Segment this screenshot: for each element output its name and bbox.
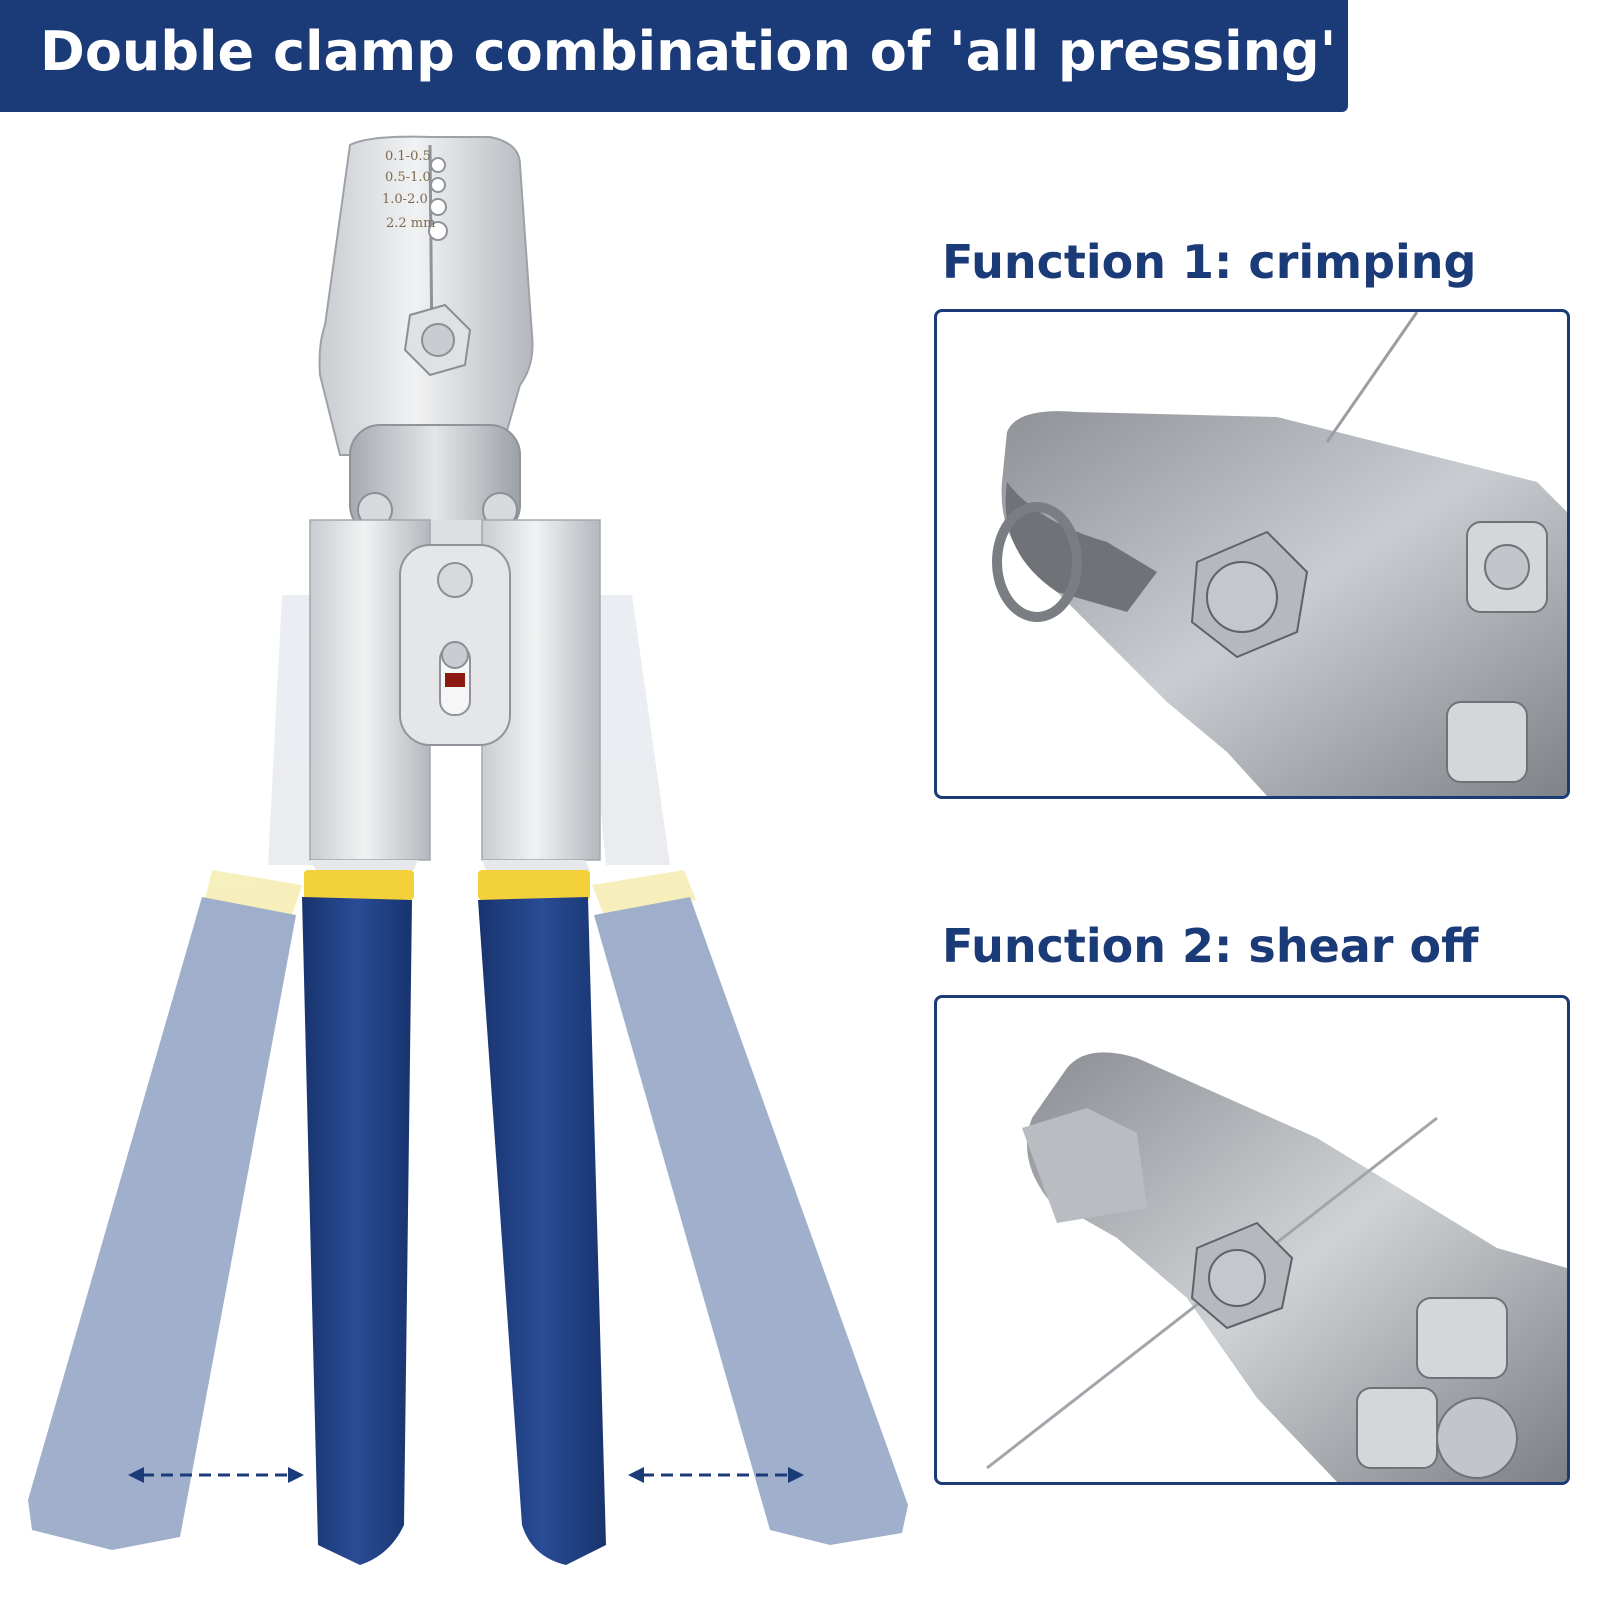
linkage xyxy=(309,424,601,861)
shear-off-photo xyxy=(934,995,1570,1485)
jaw-marking: 1.0-2.0 xyxy=(382,192,428,207)
jaw-marking: 0.5-1.0 xyxy=(385,170,431,185)
left-right-arrow-icon xyxy=(128,1467,304,1483)
crimping-photo xyxy=(934,309,1570,799)
crimping-tool-image: 0.1-0.5 0.5-1.0 1.0-2.0 2.2 mm xyxy=(20,125,940,1595)
function-2-heading: Function 2: shear off xyxy=(942,919,1479,973)
ghost-handle-left xyxy=(28,595,335,1550)
handle-left xyxy=(302,860,418,1565)
jaw-marking: 0.1-0.5 xyxy=(385,149,431,164)
ghost-handle-right xyxy=(580,595,908,1545)
title-banner: Double clamp combination of 'all pressin… xyxy=(0,0,1348,112)
handle-right xyxy=(478,860,606,1565)
jaw-head: 0.1-0.5 0.5-1.0 1.0-2.0 2.2 mm xyxy=(318,135,534,456)
page-title: Double clamp combination of 'all pressin… xyxy=(40,20,1337,83)
left-right-arrow-icon xyxy=(628,1467,804,1483)
function-1-heading: Function 1: crimping xyxy=(942,235,1477,289)
jaw-marking: 2.2 mm xyxy=(386,216,435,231)
